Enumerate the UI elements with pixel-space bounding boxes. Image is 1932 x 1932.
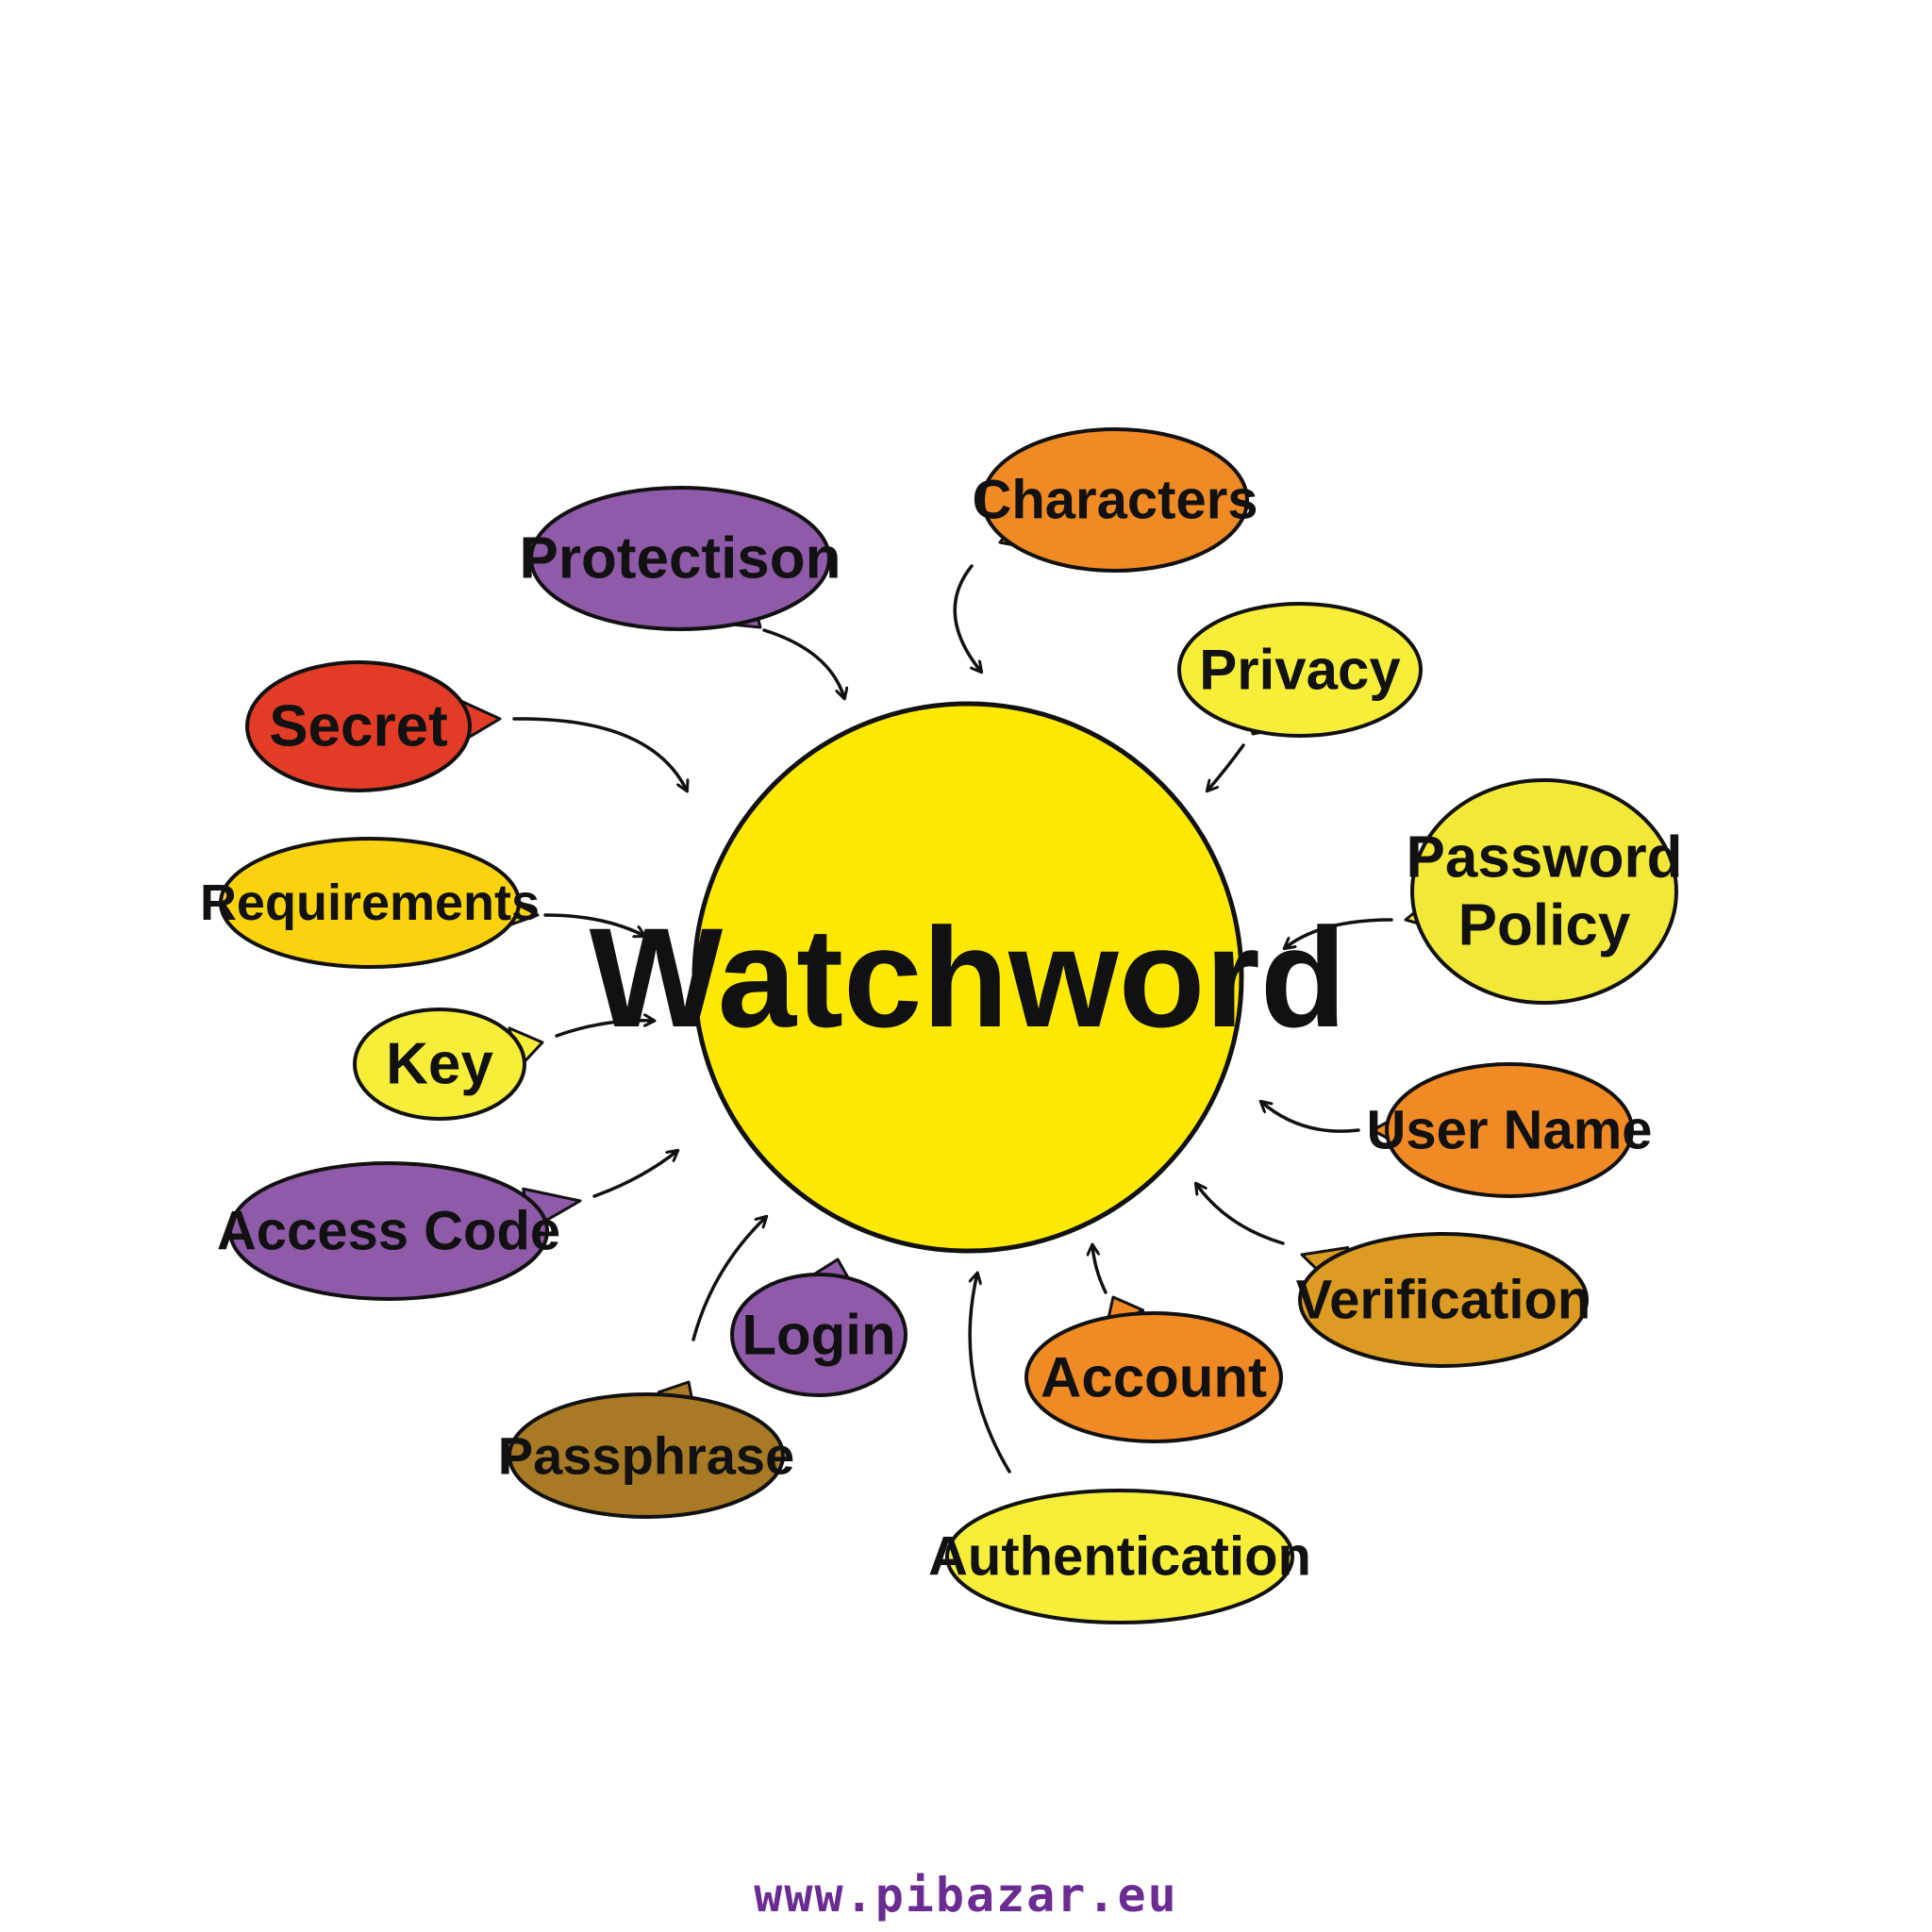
node-access-code: Access Code	[217, 1161, 582, 1301]
node-login: Login	[730, 1257, 908, 1397]
bubble-fill	[358, 1012, 522, 1116]
node-user-name: User Name	[1366, 1062, 1653, 1198]
bubble-fill	[1390, 1067, 1629, 1193]
arrow-characters	[953, 564, 981, 672]
bubble-fill	[534, 491, 826, 626]
bubble-fill	[512, 1397, 780, 1514]
node-label: Access Code	[217, 1201, 560, 1262]
node-privacy: Privacy	[1177, 602, 1423, 738]
node-label: Privacy	[1199, 639, 1401, 702]
node-verification: Verification	[1296, 1232, 1591, 1368]
node-label: Key	[386, 1032, 493, 1097]
bubble-fill	[1029, 1316, 1278, 1439]
bubble-fill	[233, 1166, 544, 1296]
node-label: Verification	[1296, 1270, 1591, 1331]
node-label: Protectison	[519, 526, 841, 591]
node-label: Passphrase	[498, 1426, 794, 1486]
node-label: User Name	[1366, 1100, 1652, 1161]
node-requirements: Requirements	[200, 837, 540, 969]
arrow-passphrase	[691, 1217, 766, 1341]
bubble-fill	[250, 665, 467, 788]
node-account: Account	[1024, 1295, 1283, 1443]
node-key: Key	[353, 1008, 544, 1121]
center-node: Watchword	[590, 701, 1347, 1254]
bubble-fill	[1415, 783, 1674, 1000]
node-label: Login	[741, 1304, 895, 1367]
arrows-layer	[512, 564, 1393, 1474]
arrow-authentication	[968, 1274, 1011, 1474]
nodes-layer: Protectison CharactersPrivacySecretPasswo…	[200, 427, 1683, 1624]
arrow-user-name	[1261, 1102, 1360, 1133]
bubble-fill	[950, 1493, 1290, 1620]
bubble-fill	[224, 841, 516, 964]
arrow-protectison	[762, 628, 844, 698]
node-characters: Characters	[972, 427, 1258, 573]
arrow-verification	[1196, 1184, 1285, 1245]
arrow-secret	[512, 717, 687, 791]
node-passphrase: Passphrase	[498, 1380, 794, 1519]
arrow-access-code	[592, 1151, 677, 1198]
bubble-fill	[1182, 607, 1418, 733]
bubble-fill	[735, 1277, 903, 1392]
node-label: Authentication	[928, 1526, 1311, 1588]
node-authentication: Authentication	[928, 1489, 1311, 1624]
node-secret: Secret	[245, 660, 502, 792]
bubble-fill	[986, 432, 1244, 568]
arrow-requirements	[543, 913, 644, 936]
arrow-password-policy	[1285, 918, 1393, 948]
node-protectison: Protectison	[519, 486, 841, 631]
node-label-line: Password	[1407, 825, 1683, 891]
node-label: Secret	[269, 694, 448, 759]
center-circle	[691, 701, 1244, 1254]
center-label: Watchword	[590, 898, 1347, 1057]
website-url: www.pibazar.eu	[754, 1868, 1178, 1923]
node-label: Requirements	[200, 874, 540, 931]
arrow-key	[555, 1021, 654, 1038]
arrow-account	[1092, 1245, 1108, 1294]
arrow-privacy	[1208, 743, 1245, 791]
node-label-line: Policy	[1458, 893, 1631, 958]
node-label: Characters	[972, 470, 1257, 531]
bubble-fill	[1303, 1237, 1584, 1363]
node-label: Account	[1041, 1346, 1267, 1409]
